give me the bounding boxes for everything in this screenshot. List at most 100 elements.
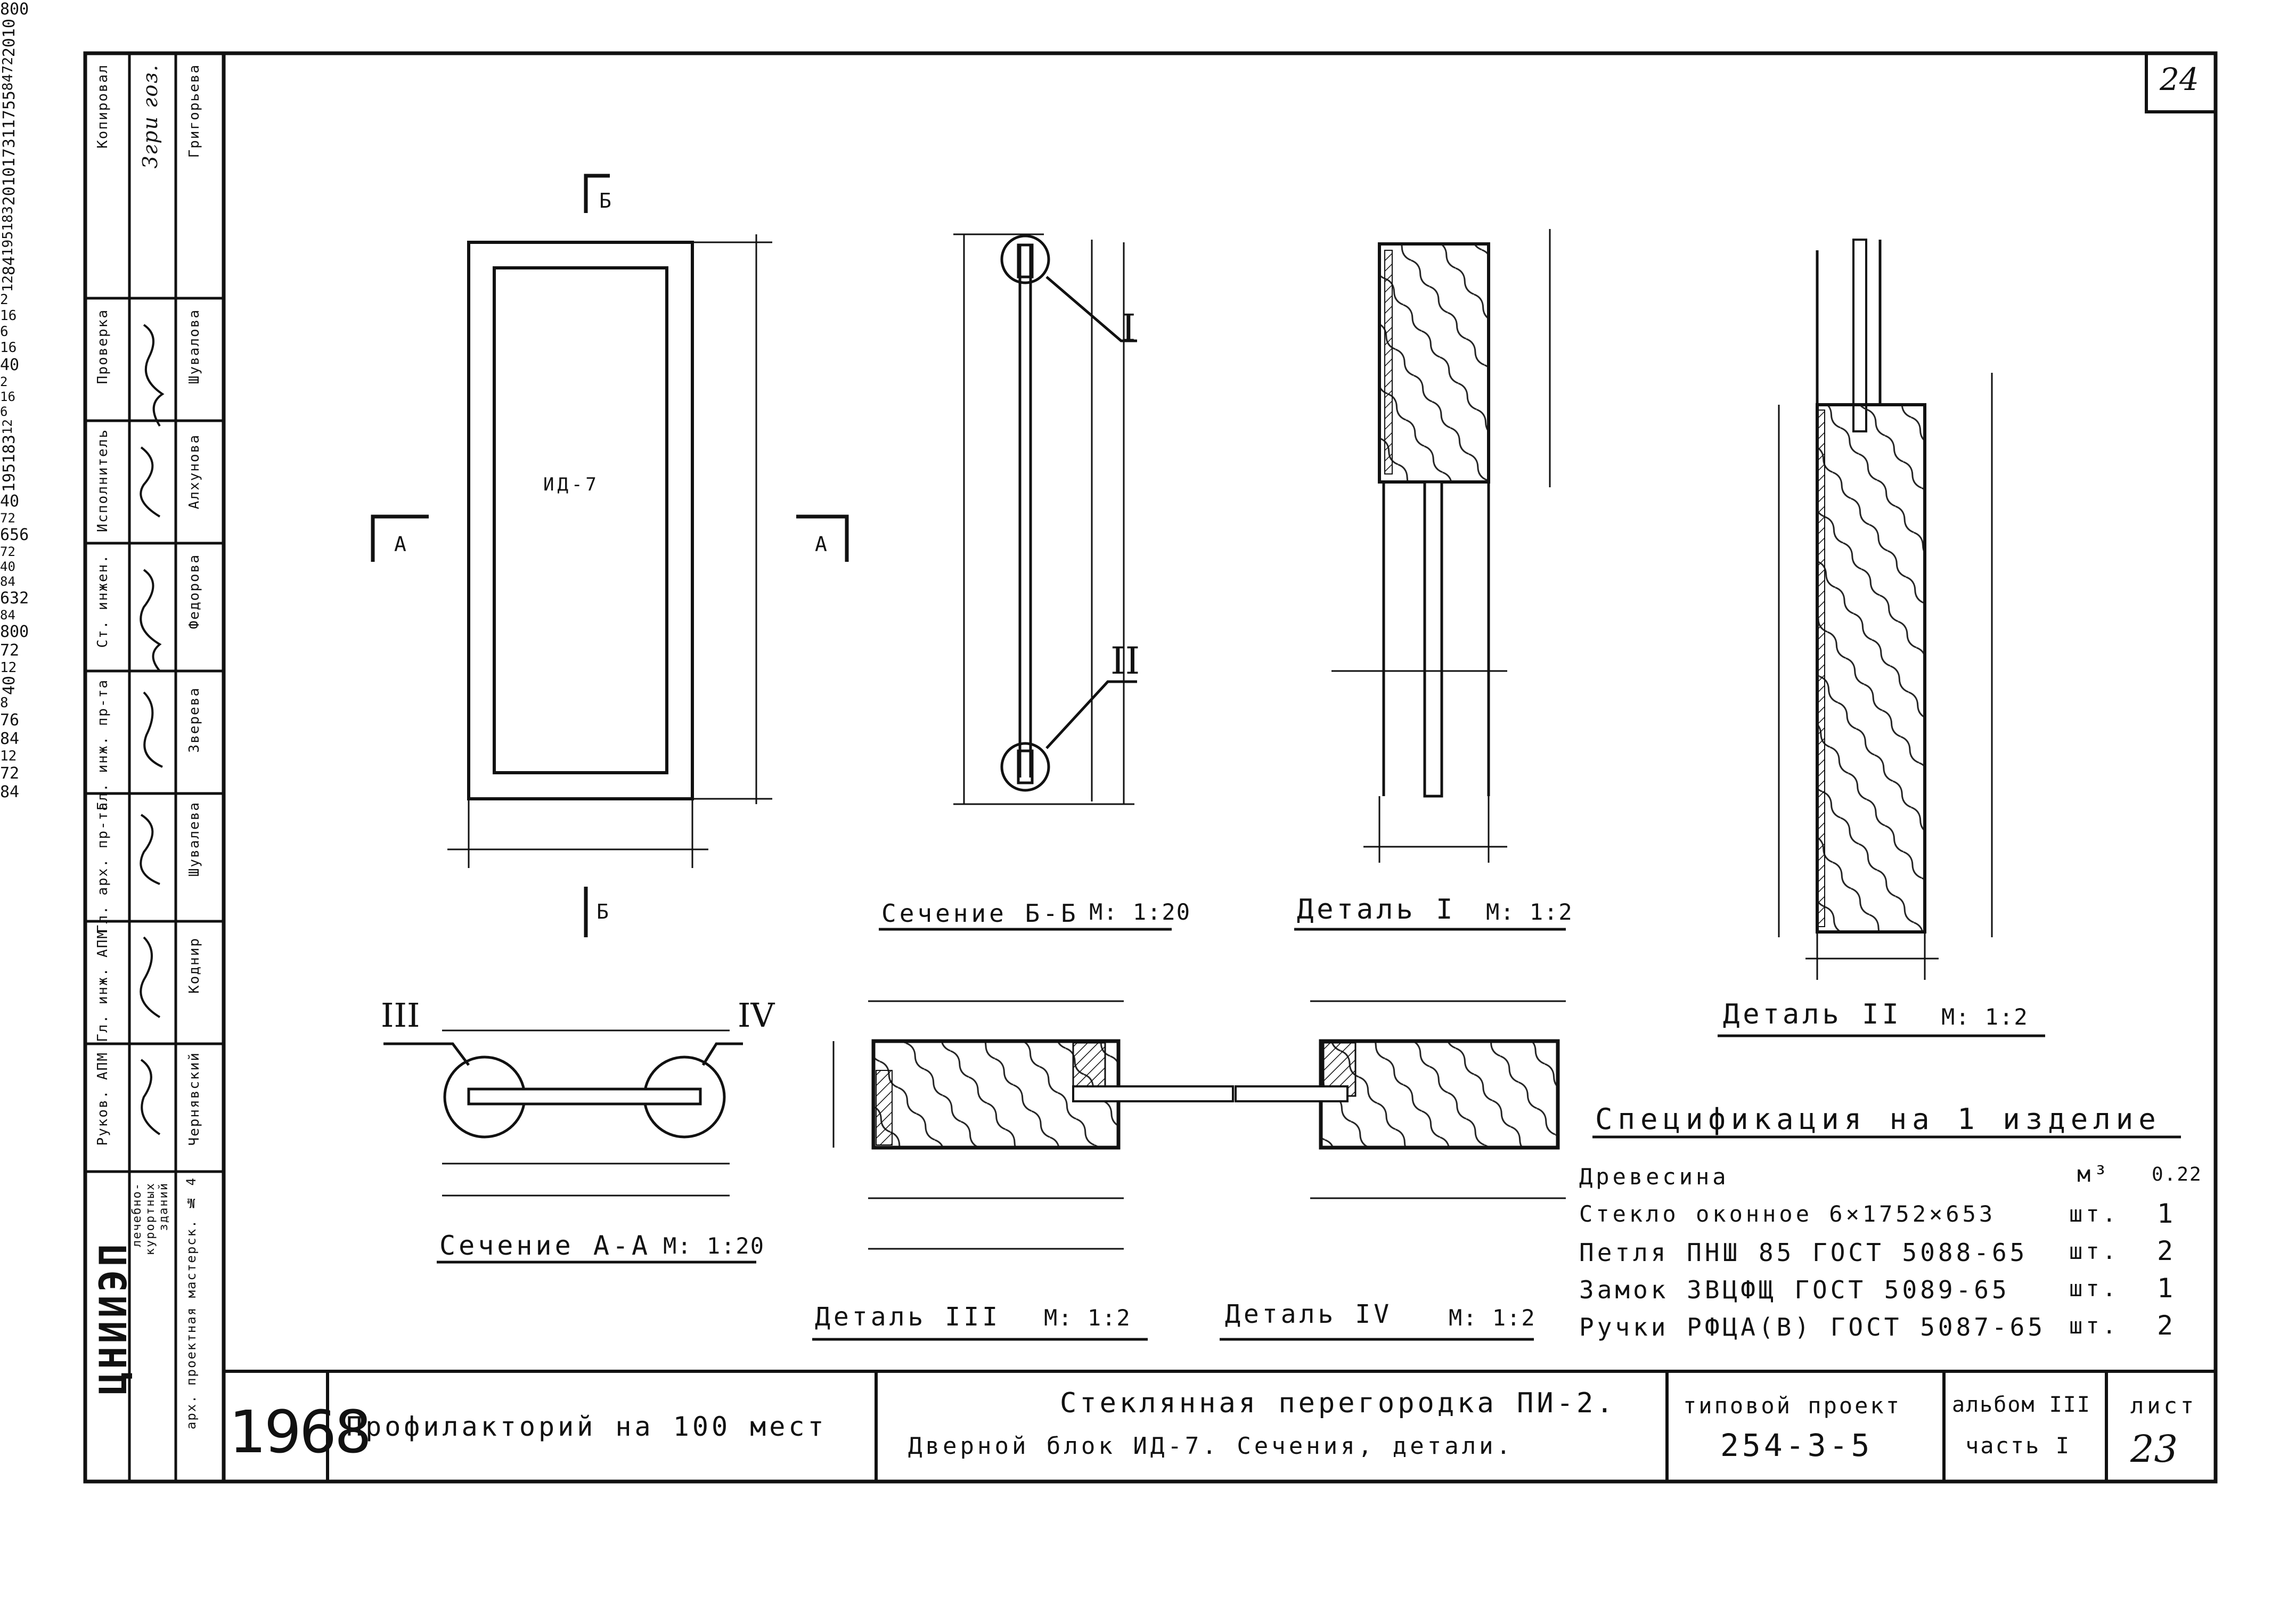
stamp-copied-signature: Згри гоз. [138, 64, 162, 169]
bb-dim-1755: 1755 [0, 90, 19, 129]
door-height-dim: 2010 [0, 19, 19, 58]
cut-b-top: Б [599, 189, 615, 212]
detail-1 [1378, 242, 1490, 798]
bb-scale: М: 1:20 [1089, 899, 1191, 925]
bb-callout-1: I [1121, 306, 1139, 350]
spec-row-3-name: Петля ПНШ 85 ГОСТ 5088-65 [1579, 1238, 2028, 1267]
spec-row-4-qty: 1 [2157, 1273, 2177, 1304]
aa-dim-656: 656 [0, 526, 29, 545]
stamp-org-line1: лечебно- [130, 1182, 144, 1247]
stamp-name-3: Шувалева [186, 801, 202, 877]
stamp-org-line3: зданий [157, 1182, 170, 1231]
detail-4 [1235, 1039, 1560, 1150]
stamp-logo: ЦНИИЭП [92, 1241, 135, 1395]
spec-row-5-name: Ручки РФЦА(В) ГОСТ 5087-65 [1579, 1313, 2046, 1341]
title-line-2: Дверной блок ИД-7. Сечения, детали. [908, 1433, 1514, 1460]
stamp-signatures [140, 324, 165, 1135]
aa-dim-40: 40 [0, 559, 15, 575]
d2-dim-40: 40 [0, 492, 20, 511]
page-number: 24 [2160, 61, 2199, 97]
stamp-grid [85, 53, 224, 1482]
aa-scale: М: 1:20 [663, 1233, 765, 1259]
title-project-name: Профилакторий на 100 мест [346, 1411, 827, 1442]
stamp-name-4: Зверева [186, 687, 202, 753]
bb-dim-183: 183 [0, 206, 16, 231]
bb-title: Сечение Б-Б [881, 899, 1079, 928]
d3-scale: М: 1:2 [1044, 1305, 1131, 1331]
detail-3-dims [832, 1000, 1124, 1250]
title-line-1: Стеклянная перегородка ПИ-2. [1060, 1387, 1616, 1419]
section-bb [1000, 234, 1137, 792]
spec-row-3-unit: шт. [2069, 1238, 2119, 1264]
spec-row-5-qty: 2 [2157, 1310, 2177, 1341]
bb-dim-195: 195 [0, 231, 16, 256]
spec-title: Спецификация на 1 изделие [1595, 1102, 2161, 1136]
d2-title: Деталь II [1723, 999, 1902, 1030]
d3-dim-84: 84 [0, 730, 20, 749]
d1-dim-2: 2 [0, 292, 9, 308]
aa-title: Сечение А-А [439, 1230, 651, 1261]
cut-a-left: А [394, 533, 410, 556]
d3-title: Деталь III [815, 1302, 1001, 1332]
d2-dim-195: 195 [0, 463, 19, 493]
stamp-name-6: Алхунова [186, 434, 202, 510]
door-width-dim: 800 [0, 0, 29, 19]
stamp-role-5: Ст. инжен. [95, 554, 111, 648]
detail-2-dims [1778, 373, 1993, 980]
d1-scale: М: 1:2 [1486, 899, 1573, 925]
spec-row-3-qty: 2 [2157, 1235, 2177, 1266]
d2-dim-16: 16 [0, 389, 15, 404]
aa-dim-72b: 72 [0, 544, 15, 560]
d4-title: Деталь IV [1225, 1299, 1393, 1329]
aa-dim-84a: 84 [0, 574, 15, 590]
stamp-org-line2: курортных [144, 1182, 157, 1256]
d1-dim-6: 6 [0, 324, 9, 340]
detail-4-dims [1310, 1000, 1566, 1199]
section-aa [383, 1042, 743, 1139]
spec-row-5-unit: шт. [2069, 1313, 2119, 1339]
spec-row-1-qty: 0.22 [2152, 1164, 2202, 1185]
d3-dim-8: 8 [0, 695, 9, 711]
d2-dim-2: 2 [0, 374, 8, 389]
sheet-frame [83, 51, 2218, 1484]
stamp-role-6: Исполнитель [95, 429, 111, 533]
bb-callout-2: II [1110, 639, 1140, 683]
stamp-copied-name: Григорьева [186, 64, 202, 158]
aa-callout-4: IV [738, 996, 775, 1035]
bb-dim-top-72: 72 [0, 57, 16, 74]
door-dimensions [447, 234, 772, 868]
section-aa-dims [442, 1029, 730, 1197]
d4-scale: М: 1:2 [1449, 1305, 1536, 1331]
d3-dim-72: 72 [0, 641, 20, 660]
spec-row-2-qty: 1 [2157, 1198, 2177, 1229]
spec-row-1-unit: м³ [2077, 1161, 2111, 1187]
door-elevation [467, 241, 694, 800]
spec-row-4-unit: шт. [2069, 1275, 2119, 1302]
stamp-name-1: Чернявский [186, 1052, 202, 1146]
door-label: ИД-7 [543, 474, 600, 495]
title-underlines [437, 928, 2181, 1341]
stamp-name-7: Шувалова [186, 309, 202, 384]
stamp-workshop: арх. проектная мастерск. № 4 [184, 1177, 199, 1430]
detail-1-dims [1331, 229, 1551, 863]
d4-dim-72: 72 [0, 764, 20, 783]
d3-dim-40: 40 [0, 676, 19, 695]
stamp-role-7: Проверка [95, 309, 111, 384]
cut-b-bottom: Б [597, 900, 612, 923]
spec-row-4-name: Замок ЗВЦФЩ ГОСТ 5089-65 [1579, 1275, 2010, 1304]
aa-dim-84b: 84 [0, 608, 15, 623]
d2-dim-183: 183 [0, 434, 19, 464]
bb-dim-2010: 2010 [0, 167, 19, 206]
d2-dim-12: 12 [0, 419, 15, 435]
title-year: 1968 [229, 1398, 372, 1466]
d1-dim-12: 12 [0, 275, 16, 292]
stamp-copied-label: Копировал [95, 64, 111, 149]
d1-dim-84: 84 [0, 256, 19, 275]
album-label: альбом III [1952, 1393, 2091, 1417]
stamp-name-2: Коднир [186, 937, 202, 994]
stamp-role-1: Руков. АПМ [95, 1052, 111, 1146]
bb-dim-top-84: 84 [0, 73, 16, 91]
type-project-number: 254-3-5 [1720, 1427, 1873, 1463]
sheet-number: 23 [2130, 1427, 2178, 1471]
